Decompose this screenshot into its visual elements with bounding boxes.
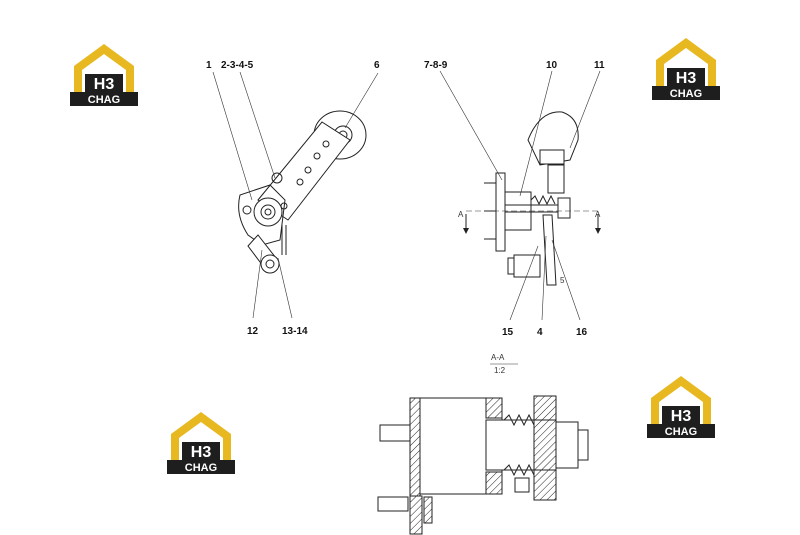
logo-top-right: H3 CHAG [652,38,720,100]
callout-12: 12 [247,326,259,337]
callout-7-8-9: 7-8-9 [424,60,448,71]
callout-10: 10 [546,60,558,71]
callout-16: 16 [576,327,588,338]
callout-5-small: 5 [560,276,565,285]
section-label: A-A [491,353,505,362]
left-view-drawing [212,71,379,319]
logo-top-left: H3 CHAG [70,44,138,106]
right-view-drawing: A A [439,70,601,321]
section-mark-left: A [458,210,464,219]
logo-letters: H3 [671,408,692,425]
section-scale: 1:2 [494,366,506,375]
callout-2-3-4-5: 2-3-4-5 [221,60,254,71]
section-mark-right: A [595,210,601,219]
callout-11: 11 [594,60,605,71]
logo-text: CHAG [665,426,697,438]
callout-13-14: 13-14 [282,326,308,337]
logo-bottom-right: H3 CHAG [647,376,715,438]
logo-text: CHAG [185,462,217,474]
section-view-drawing: A-A 1:2 [377,353,589,535]
logo-letters: H3 [94,76,115,93]
logo-bottom-left: H3 CHAG [167,412,235,474]
callout-1: 1 [206,60,212,71]
logo-text: CHAG [88,94,120,106]
logo-letters: H3 [676,70,697,87]
callout-4: 4 [537,327,543,338]
logo-text: CHAG [670,88,702,100]
logo-letters: H3 [191,444,212,461]
callout-15: 15 [502,327,514,338]
callout-6: 6 [374,60,380,71]
